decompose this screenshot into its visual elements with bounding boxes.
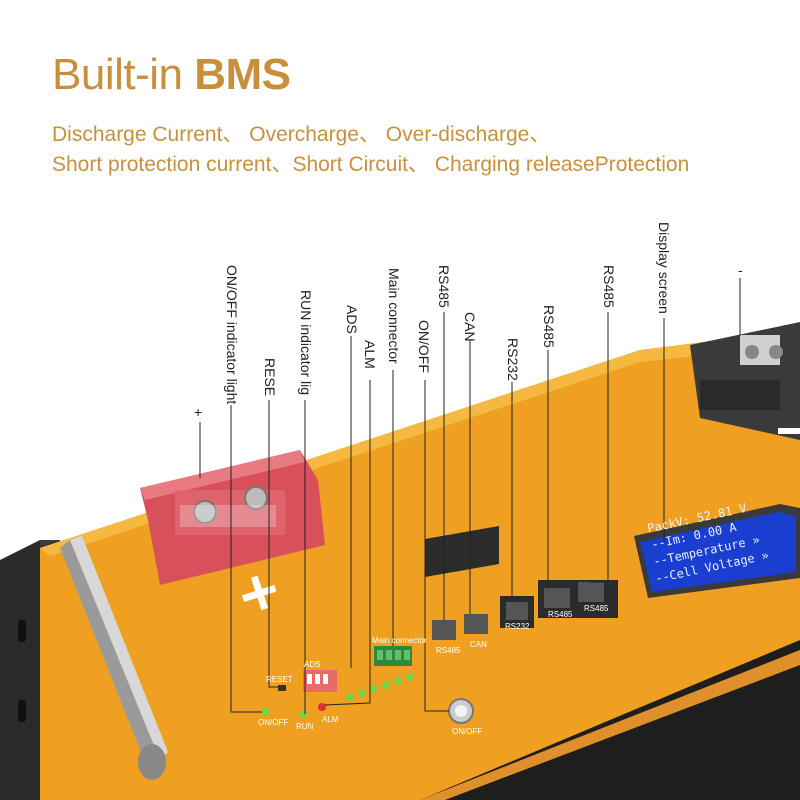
mount-hole xyxy=(18,700,26,722)
panel-label-can: CAN xyxy=(470,640,487,649)
callout-rs485-c: RS485 xyxy=(601,265,617,308)
bms-top-panel xyxy=(40,330,800,800)
dip-toggle xyxy=(323,674,328,684)
onoff-indicator-led xyxy=(261,708,269,716)
handle-mount xyxy=(138,744,166,780)
callout-reset: RESE xyxy=(262,358,278,397)
positive-terminal xyxy=(140,450,325,585)
callout-onoff: ON/OFF xyxy=(416,320,432,373)
battery-side-panel xyxy=(0,540,40,800)
run-indicator-led xyxy=(299,710,307,718)
callout-rs232: RS232 xyxy=(505,338,521,381)
connector-pin xyxy=(386,650,392,660)
callout-leaders xyxy=(199,278,741,714)
callout-onoff-indicator: ON/OFF indicator light xyxy=(224,265,240,405)
connector-pin xyxy=(395,650,401,660)
panel-label-rs485-b: RS485 xyxy=(548,610,573,619)
onoff-button-cap xyxy=(455,705,467,717)
panel-label-rs232: RS232 xyxy=(505,622,530,631)
callout-negative-terminal: - xyxy=(738,262,743,278)
protection-list-line-2: Short protection current、Short Circuit、 … xyxy=(52,153,690,176)
panel-front-edge xyxy=(420,650,800,800)
panel-label-onoff-button: ON/OFF xyxy=(452,727,483,736)
lcd-display xyxy=(634,504,800,598)
dip-toggle xyxy=(315,674,320,684)
rs485-port-c[interactable] xyxy=(578,582,604,602)
panel-label-onoff-led: ON/OFF xyxy=(258,718,289,727)
soc-led-row xyxy=(346,673,414,701)
panel-label-rs485: RS485 xyxy=(436,646,461,655)
panel-label-alm: ALM xyxy=(322,715,339,724)
connector-pin xyxy=(377,650,383,660)
page-title: Built-in BMS xyxy=(52,50,291,99)
panel-label-reset: RESET xyxy=(266,675,293,684)
battery-front-dark xyxy=(420,640,800,800)
callout-run-indicator: RUN indicator lig xyxy=(298,290,314,396)
callout-rs485-a: RS485 xyxy=(436,265,452,308)
callout-can: CAN xyxy=(462,312,478,342)
callout-alm: ALM xyxy=(362,340,378,369)
callout-display-screen: Display screen xyxy=(656,222,672,314)
callout-positive-terminal: + xyxy=(194,404,203,420)
carry-handle-highlight xyxy=(70,536,168,760)
panel-label-rs485-c: RS485 xyxy=(584,604,609,613)
dip-toggle xyxy=(307,674,312,684)
rs232-port[interactable] xyxy=(506,602,528,620)
main-connector[interactable] xyxy=(374,646,412,666)
callout-main-connector: Main connector xyxy=(386,268,402,364)
protection-list-line-1: Discharge Current、 Overcharge、 Over-disc… xyxy=(52,123,551,146)
plus-marking xyxy=(241,575,277,611)
minus-marking xyxy=(778,428,800,434)
alm-indicator-led xyxy=(318,703,326,711)
connector-pin xyxy=(404,650,410,660)
callout-ads: ADS xyxy=(344,305,360,334)
panel-label-ads: ADS xyxy=(304,660,321,669)
reset-button[interactable] xyxy=(278,685,286,691)
panel-label-main-connector: Main connector xyxy=(372,636,427,645)
negative-terminal xyxy=(690,322,800,440)
rs485-port[interactable] xyxy=(432,620,456,640)
callout-rs485-b: RS485 xyxy=(541,305,557,348)
mount-hole xyxy=(18,620,26,642)
carry-handle xyxy=(60,540,160,775)
panel-label-run: RUN xyxy=(296,722,314,731)
can-port[interactable] xyxy=(464,614,488,634)
rs485-port-b[interactable] xyxy=(544,588,570,608)
